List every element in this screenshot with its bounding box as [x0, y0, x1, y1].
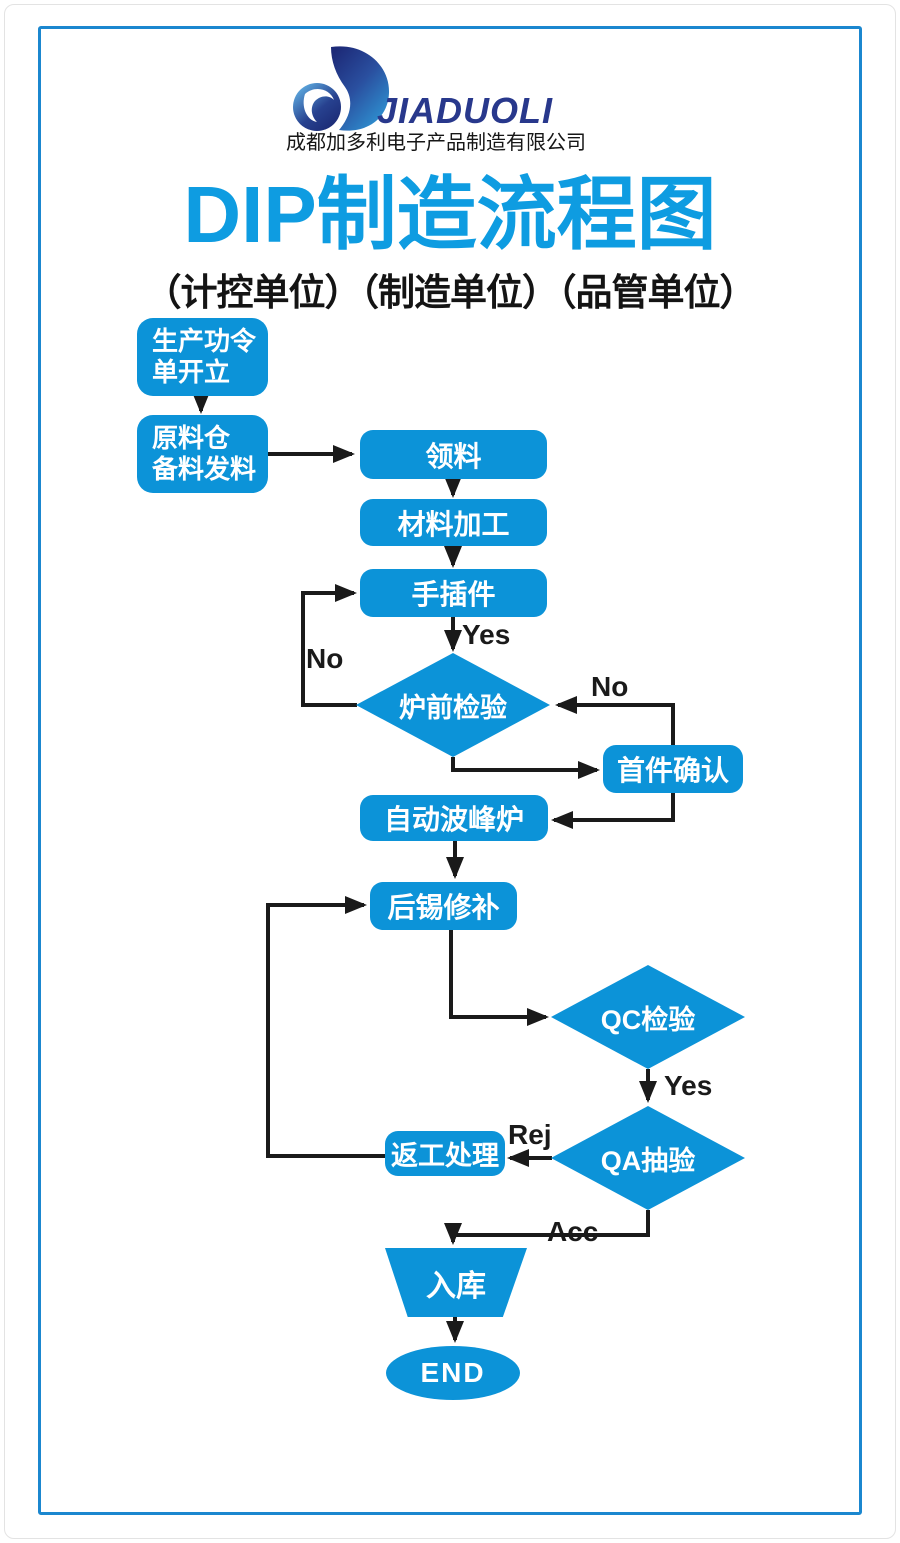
- edge-repair-qc: [449, 930, 549, 1026]
- node-auto-wave-solder: 自动波峰炉: [360, 795, 548, 841]
- edge-label-yes: Yes: [664, 1070, 713, 1101]
- edge-label-yes: Yes: [462, 619, 511, 650]
- node-label-line: 生产功令: [152, 326, 257, 356]
- node-end: END: [386, 1346, 520, 1400]
- edge-qa-warehouse-acc: [444, 1210, 650, 1245]
- node-rework: 返工处理: [385, 1131, 505, 1176]
- jiaduoli-logo-icon: [293, 46, 390, 131]
- node-label-line: 原料仓: [152, 423, 231, 453]
- node-label-line: 备料发料: [152, 454, 257, 484]
- node-material-pick: 领料: [360, 430, 547, 479]
- edge-label-rej: Rej: [508, 1119, 552, 1150]
- edge-confirm-inspect-no: [555, 696, 675, 745]
- node-label-line: 单开立: [152, 357, 231, 387]
- page-subtitle: （计控单位）（制造单位）（品管单位）: [144, 272, 757, 313]
- edge-inspect-insert-no: [301, 584, 357, 707]
- node-material-warehouse-prep: 原料仓 备料发料: [137, 415, 268, 493]
- page-title: DIP制造流程图: [183, 170, 717, 259]
- brand-name: JIADUOLI: [377, 90, 554, 131]
- company-name: 成都加多利电子产品制造有限公司: [286, 132, 586, 154]
- node-warehouse-in: 入库: [385, 1248, 527, 1317]
- node-first-article-confirm: 首件确认: [603, 745, 743, 793]
- node-production-order: 生产功令 单开立: [137, 318, 268, 396]
- node-material-processing: 材料加工: [360, 499, 547, 546]
- edge-confirm-wave: [551, 793, 675, 829]
- edge-rework-repair-loop: [266, 896, 385, 1158]
- edge-label-no: No: [306, 643, 344, 674]
- edge-label-no: No: [591, 671, 629, 702]
- edge-label-acc: Acc: [547, 1216, 599, 1247]
- node-touch-up-solder: 后锡修补: [370, 882, 517, 930]
- edge-inspect-confirm: [451, 757, 600, 779]
- node-hand-insertion: 手插件: [360, 569, 547, 617]
